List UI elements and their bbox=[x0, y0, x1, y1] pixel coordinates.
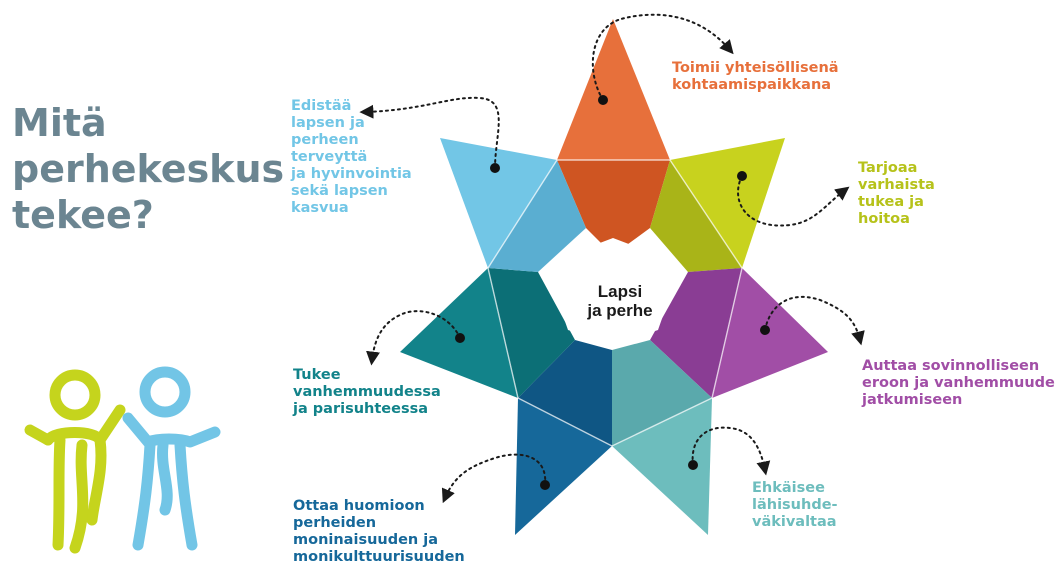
inner-segment-sky bbox=[488, 160, 586, 272]
label-sky-line-5: ja hyvinvointia bbox=[291, 166, 412, 182]
label-lime: Tarjoaa varhaista tukea ja hoitoa bbox=[858, 160, 935, 228]
label-blue-dark-line-1: Ottaa huomioon bbox=[293, 498, 425, 514]
inner-segment-teal-dark bbox=[488, 268, 575, 398]
label-blue-dark-line-2: perheiden bbox=[293, 515, 377, 531]
label-lime-line-4: hoitoa bbox=[858, 211, 910, 227]
arrow-blue-dark bbox=[441, 453, 547, 504]
star-point-sky bbox=[440, 138, 557, 268]
dot-purple bbox=[760, 325, 770, 335]
center-label-line-2: ja perhe bbox=[587, 301, 653, 320]
dot-blue-dark bbox=[540, 480, 550, 490]
inner-segment-lime bbox=[650, 160, 742, 272]
arrow-teal-dark bbox=[366, 310, 461, 366]
dot-sky bbox=[490, 163, 500, 173]
star-point-purple bbox=[712, 268, 828, 398]
segment-dividers bbox=[487, 159, 743, 447]
label-orange-line-2: kohtaamispaikkana bbox=[672, 77, 832, 93]
label-blue-dark-line-3: moninaisuuden ja bbox=[293, 532, 439, 548]
dotted-arrows bbox=[359, 13, 865, 504]
label-sky-line-3: perheen bbox=[291, 132, 359, 148]
label-blue-dark: Ottaa huomioon perheiden moninaisuuden j… bbox=[293, 498, 465, 566]
star-point-teal-dark bbox=[400, 268, 518, 398]
label-sky-line-4: terveyttä bbox=[291, 149, 368, 165]
inner-segment-teal-light bbox=[612, 340, 712, 446]
dot-teal-light bbox=[688, 460, 698, 470]
title-line-2: perhekeskus bbox=[12, 147, 285, 191]
label-orange-line-1: Toimii yhteisöllisenä bbox=[672, 60, 839, 76]
label-purple-line-2: eroon ja vanhemmuuden bbox=[862, 375, 1055, 391]
label-purple-line-3: jatkumiseen bbox=[862, 392, 963, 408]
star-point-teal-light bbox=[612, 398, 712, 535]
label-lime-line-2: varhaista bbox=[858, 177, 935, 193]
center-label-line-1: Lapsi bbox=[597, 282, 643, 301]
label-sky-line-2: lapsen ja bbox=[291, 115, 365, 131]
dot-lime bbox=[737, 171, 747, 181]
star-point-lime bbox=[670, 138, 785, 268]
center-label: Lapsi ja perhe bbox=[570, 282, 670, 320]
label-sky-line-6: sekä lapsen bbox=[291, 183, 388, 199]
star-point-orange bbox=[557, 19, 670, 160]
arrow-sky bbox=[359, 96, 500, 169]
label-lime-line-3: tukea ja bbox=[858, 194, 924, 210]
label-purple-line-1: Auttaa sovinnolliseen bbox=[862, 358, 1040, 374]
label-purple: Auttaa sovinnolliseen eroon ja vanhemmuu… bbox=[862, 358, 1055, 409]
label-sky-line-7: kasvua bbox=[291, 200, 349, 216]
dot-teal-dark bbox=[455, 333, 465, 343]
label-teal-light-line-3: väkivaltaa bbox=[752, 514, 837, 530]
label-teal-light-line-2: lähisuhde- bbox=[752, 497, 838, 513]
arrow-dots bbox=[455, 95, 770, 490]
label-teal-light-line-1: Ehkäisee bbox=[752, 480, 825, 496]
label-teal-light: Ehkäisee lähisuhde- väkivaltaa bbox=[752, 480, 838, 531]
title-line-3: tekee? bbox=[12, 193, 154, 237]
person-lime-icon bbox=[24, 369, 126, 554]
arrow-teal-light bbox=[691, 426, 771, 476]
arrow-lime bbox=[737, 175, 850, 227]
label-blue-dark-line-4: monikulttuurisuuden bbox=[293, 549, 465, 565]
dot-orange bbox=[598, 95, 608, 105]
label-lime-line-1: Tarjoaa bbox=[858, 160, 918, 176]
inner-segment-orange bbox=[557, 160, 670, 255]
title-line-1: Mitä bbox=[12, 101, 107, 145]
label-teal-dark-line-2: vanhemmuudessa bbox=[293, 384, 441, 400]
label-orange: Toimii yhteisöllisenä kohtaamispaikkana bbox=[672, 60, 839, 94]
label-teal-dark-line-3: ja parisuhteessa bbox=[293, 401, 429, 417]
label-sky-line-1: Edistää bbox=[291, 98, 352, 114]
center-shape bbox=[554, 238, 672, 345]
label-teal-dark: Tukee vanhemmuudessa ja parisuhteessa bbox=[293, 367, 441, 418]
page-title: Mitä perhekeskus tekee? bbox=[12, 100, 284, 238]
person-sky-icon bbox=[122, 366, 221, 551]
label-teal-dark-line-1: Tukee bbox=[293, 367, 341, 383]
arrow-purple bbox=[764, 295, 865, 346]
star-point-blue-dark bbox=[515, 398, 612, 535]
label-sky: Edistää lapsen ja perheen terveyttä ja h… bbox=[291, 98, 412, 217]
inner-segment-blue-dark bbox=[518, 340, 612, 446]
